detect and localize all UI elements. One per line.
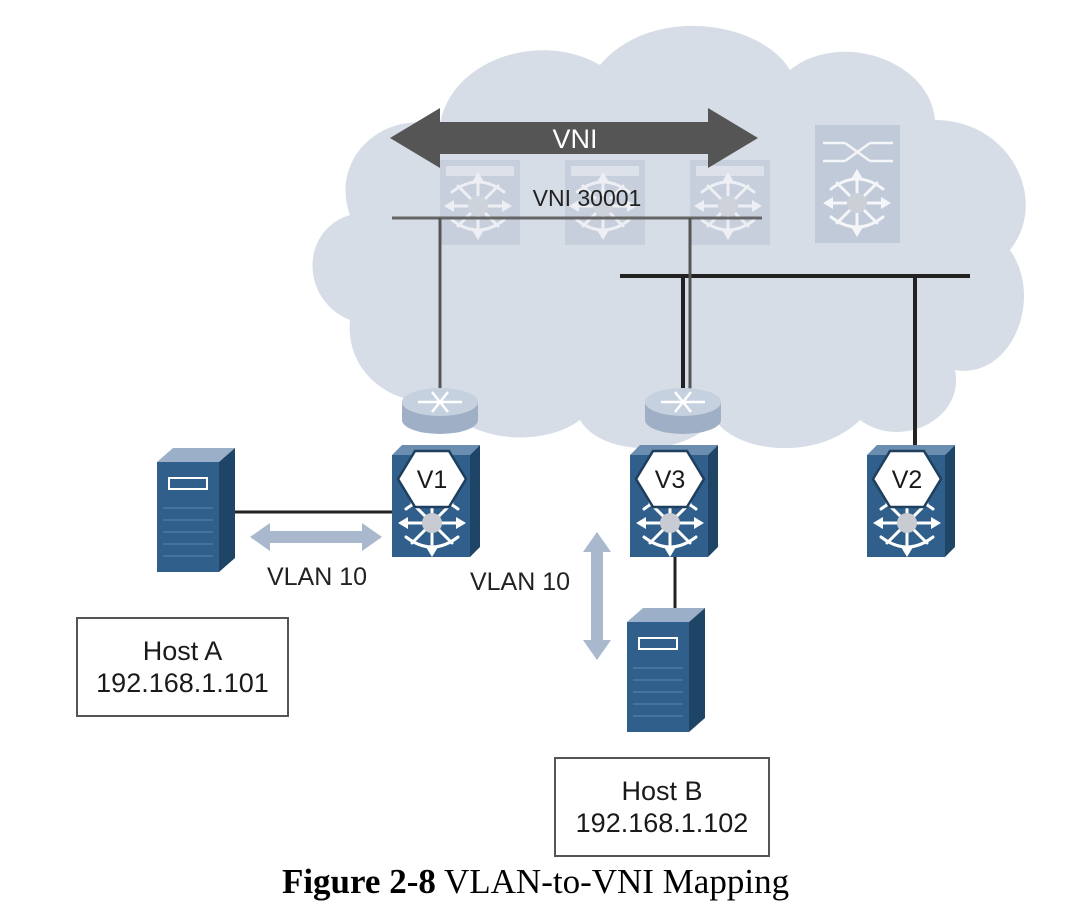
vlan-arrow-host-a (250, 523, 382, 551)
host-a-label-box: Host A 192.168.1.101 (76, 617, 289, 717)
figure-caption: Figure 2-8 VLAN-to-VNI Mapping (0, 862, 1071, 902)
server-host-a (156, 447, 236, 573)
host-a-ip: 192.168.1.101 (96, 668, 269, 698)
vtep-label-v3: V3 (655, 466, 686, 494)
figure-number: Figure 2-8 (281, 862, 436, 901)
underlay-bus (620, 274, 970, 445)
vlan-label-host-a: VLAN 10 (267, 563, 367, 591)
vni-segment: VNI 30001 (392, 185, 762, 220)
router-v3 (643, 386, 723, 436)
vni-segment-label: VNI 30001 (533, 185, 642, 211)
vtep-label-v2: V2 (892, 466, 923, 494)
host-b-name: Host B (621, 776, 703, 806)
host-links (235, 510, 677, 610)
vtep-switch-v1: V1 (392, 445, 480, 559)
vlan-label-host-b: VLAN 10 (470, 568, 570, 596)
vni-arrow-label: VNI (552, 124, 597, 154)
spine-switches (440, 160, 770, 245)
router-v1 (400, 386, 480, 436)
host-b-ip: 192.168.1.102 (575, 808, 749, 838)
spine-switch-standalone (815, 125, 900, 243)
vtep-overlay-links (438, 218, 692, 395)
host-b-label-box: Host B 192.168.1.102 (554, 757, 770, 857)
vtep-switch-v2: V2 (867, 445, 955, 559)
vtep-label-v1: V1 (417, 466, 448, 494)
figure-title: VLAN-to-VNI Mapping (443, 862, 790, 901)
vlan-arrow-host-b (583, 532, 611, 660)
vni-arrow: VNI (390, 108, 758, 168)
vtep-switch-v3: V3 (630, 445, 718, 559)
fabric-cloud (312, 25, 1026, 449)
host-a-name: Host A (142, 636, 223, 666)
server-host-b (626, 607, 706, 733)
